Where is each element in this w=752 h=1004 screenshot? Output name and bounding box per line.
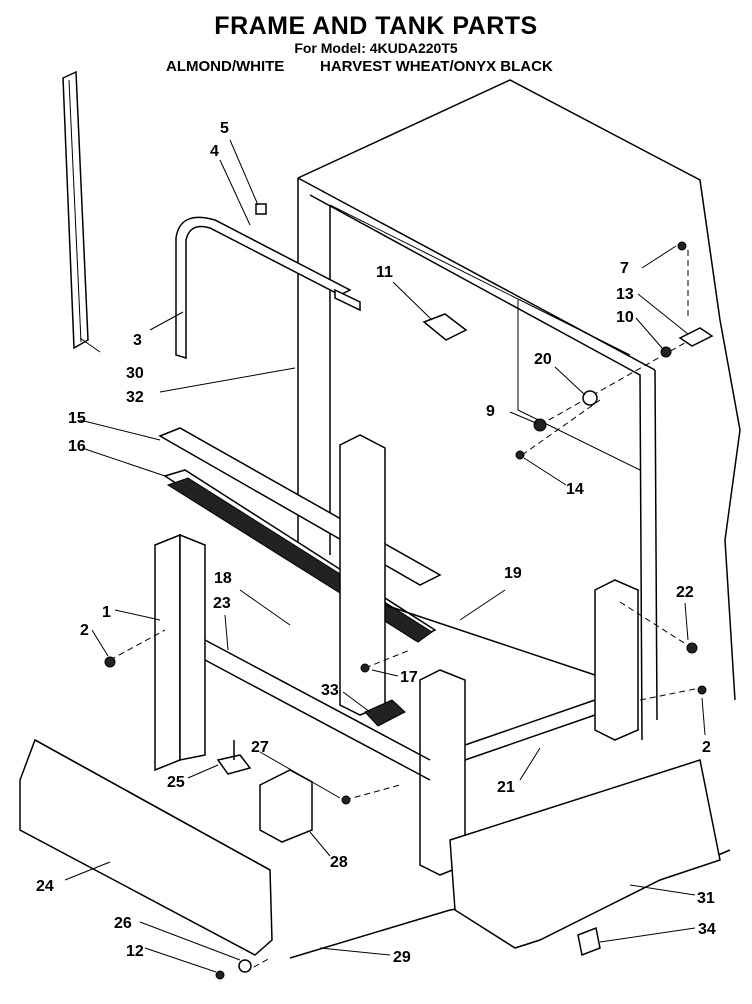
- callout-26: 26: [114, 915, 132, 932]
- callout-28: 28: [330, 854, 348, 871]
- part-33-bracket: [364, 699, 406, 727]
- part-24-toe-panel: [19, 738, 273, 956]
- part-25-leveling-leg: [216, 740, 252, 775]
- color-option-2: HARVEST WHEAT/ONYX BLACK: [320, 58, 553, 75]
- callout-1: 1: [102, 604, 111, 621]
- callout-18: 18: [214, 570, 232, 587]
- callout-15: 15: [68, 410, 86, 427]
- callout-20: 20: [534, 351, 552, 368]
- part-5-screw: [255, 203, 267, 215]
- callout-32: 32: [126, 389, 144, 406]
- part-30-side-rail: [62, 70, 89, 350]
- callout-21: 21: [497, 779, 515, 796]
- callout-13: 13: [616, 286, 634, 303]
- callout-30: 30: [126, 365, 144, 382]
- callout-17: 17: [400, 669, 418, 686]
- callout-2b: 2: [702, 739, 711, 756]
- callout-31: 31: [697, 890, 715, 907]
- callout-14: 14: [566, 481, 584, 498]
- color-option-1: ALMOND/WHITE: [166, 58, 285, 75]
- callout-22: 22: [676, 584, 694, 601]
- tank-frame: [297, 79, 741, 741]
- part-11-clip: [422, 313, 468, 341]
- hardware: [104, 241, 714, 980]
- callout-27: 27: [251, 739, 269, 756]
- callout-11: 11: [376, 264, 393, 281]
- callout-19: 19: [504, 565, 522, 582]
- part-3-tub-gasket: [175, 216, 361, 360]
- callout-5: 5: [220, 120, 229, 137]
- callout-25: 25: [167, 774, 185, 791]
- callout-2a: 2: [80, 622, 89, 639]
- callout-4: 4: [210, 143, 219, 160]
- callout-29: 29: [393, 949, 411, 966]
- part-29-31-base-panels: [289, 759, 731, 959]
- callout-16: 16: [68, 438, 86, 455]
- callout-3: 3: [133, 332, 142, 349]
- callout-33: 33: [321, 682, 339, 699]
- callout-23: 23: [213, 595, 231, 612]
- callout-12: 12: [126, 943, 144, 960]
- leader-lines: [64, 139, 706, 973]
- callout-10: 10: [616, 309, 634, 326]
- callout-labels: 1 2 2 3 4 5 7 9 10 11 12 13 14 15 16 17 …: [36, 120, 716, 966]
- callout-34: 34: [698, 921, 716, 938]
- model-number: For Model: 4KUDA220T5: [294, 40, 458, 56]
- callout-24: 24: [36, 878, 54, 895]
- page-title: FRAME AND TANK PARTS: [214, 12, 538, 40]
- callout-7: 7: [620, 260, 629, 277]
- part-28-control-module: [259, 769, 313, 843]
- base-frame: [154, 434, 639, 876]
- callout-9: 9: [486, 403, 495, 420]
